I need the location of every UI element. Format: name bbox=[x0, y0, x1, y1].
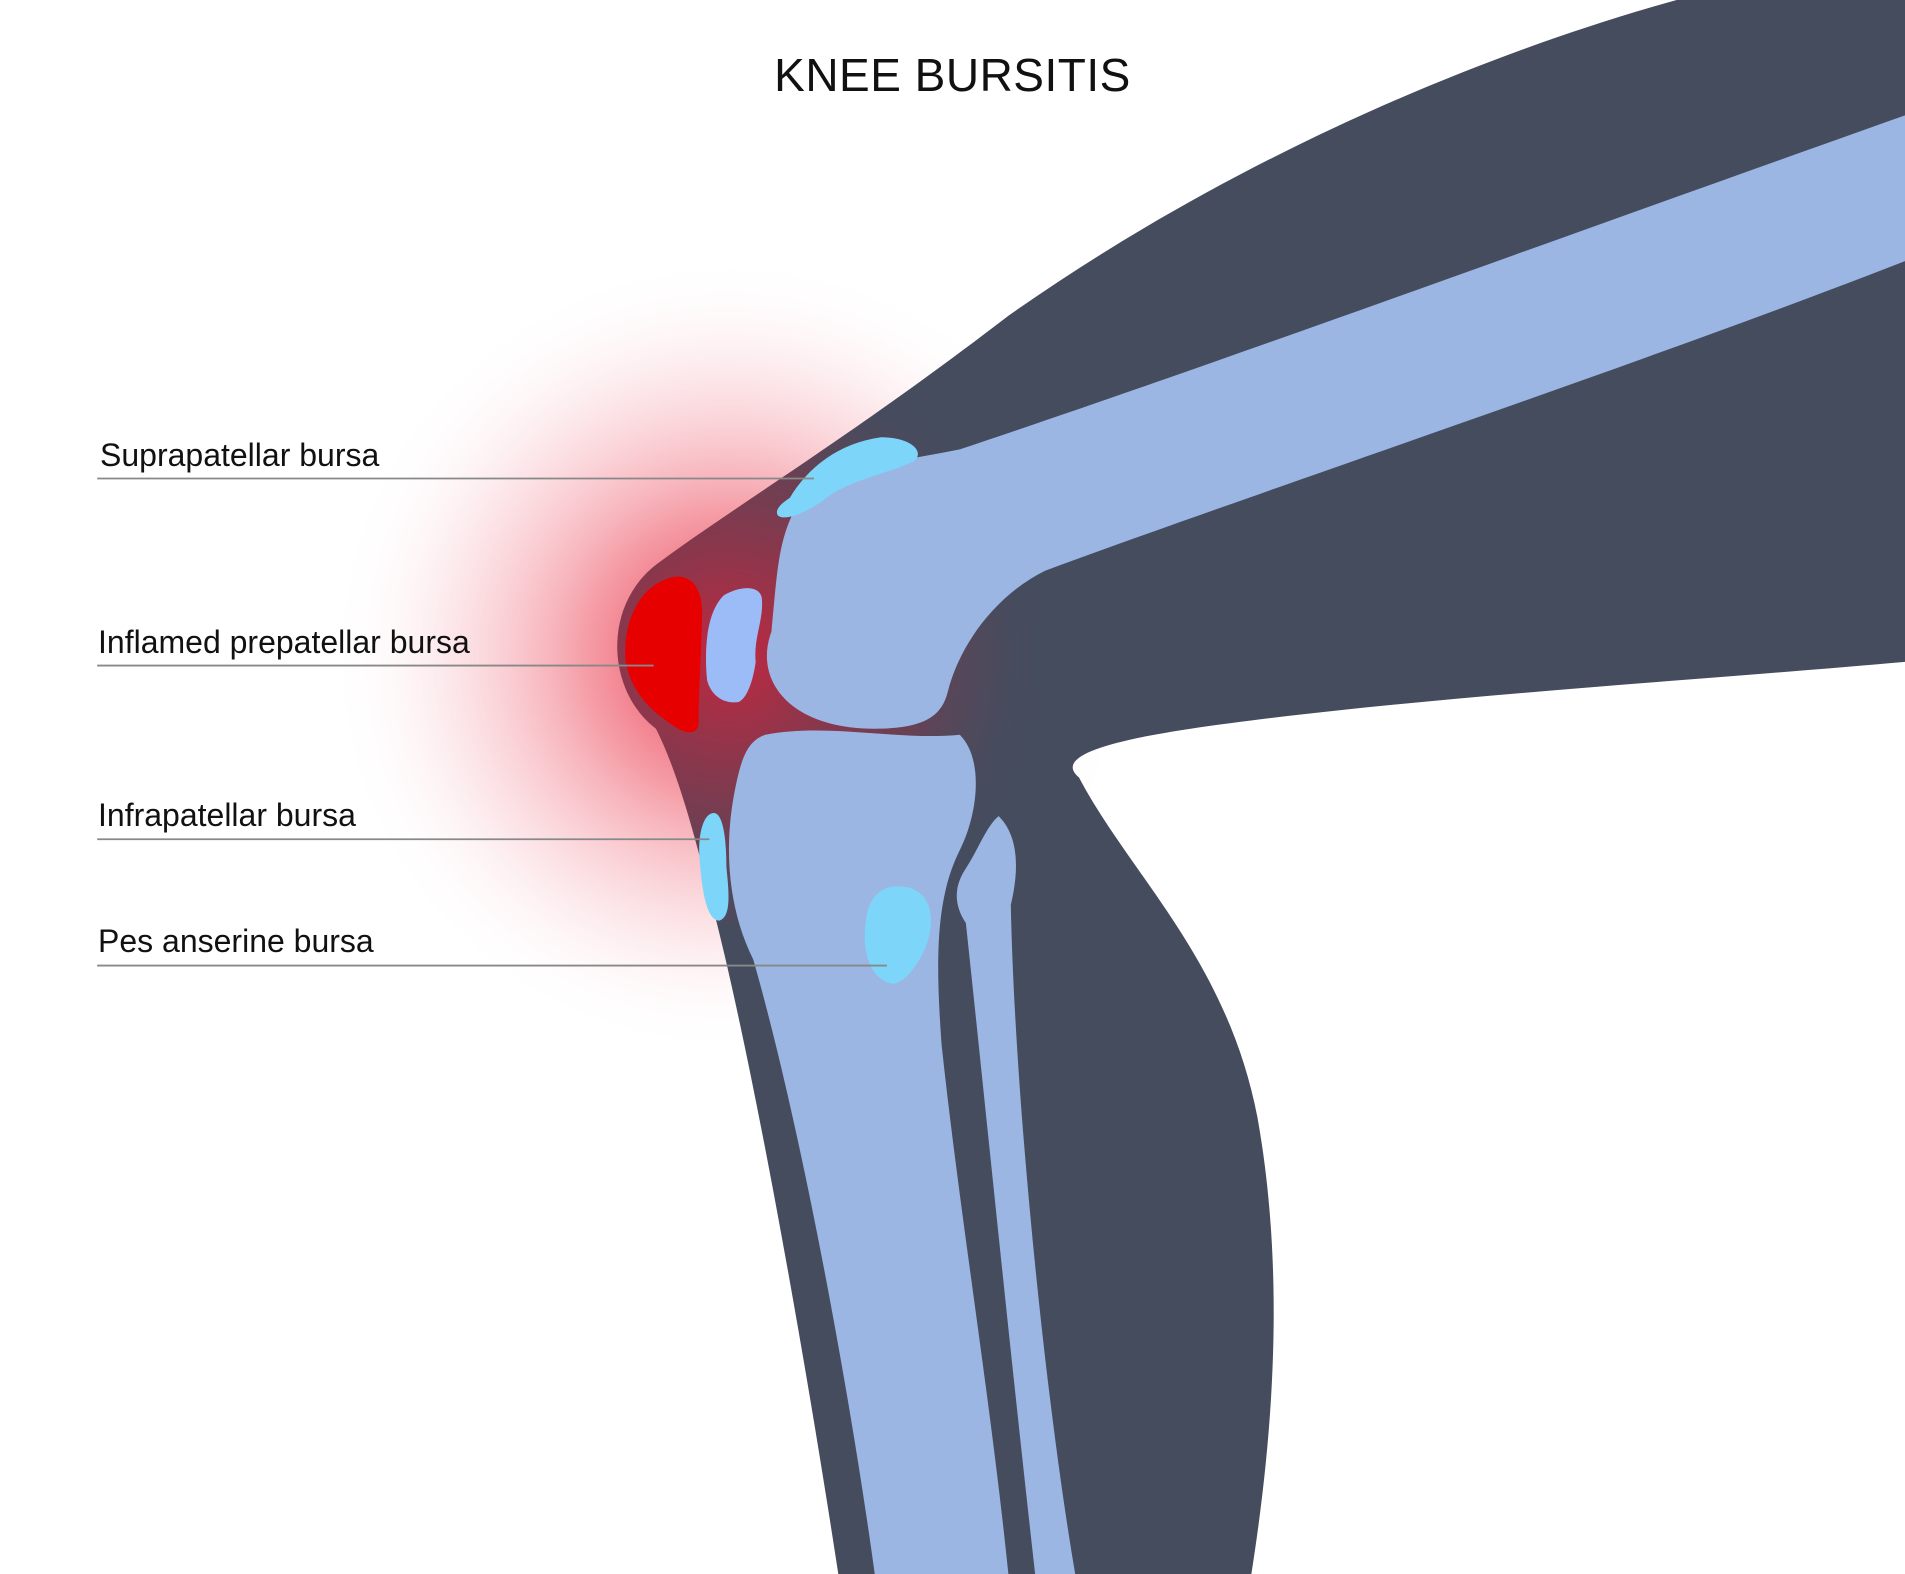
tibia-bone bbox=[728, 730, 1009, 1574]
inflamed-prepatellar-bursa bbox=[625, 576, 703, 733]
label-inflamed-prepatellar-bursa: Inflamed prepatellar bursa bbox=[98, 624, 470, 660]
label-pes-anserine-bursa: Pes anserine bursa bbox=[98, 923, 374, 959]
diagram-title: KNEE BURSITIS bbox=[774, 49, 1131, 101]
suprapatellar-bursa bbox=[776, 437, 918, 518]
label-suprapatellar-bursa: Suprapatellar bursa bbox=[100, 437, 380, 473]
fibula-bone bbox=[956, 816, 1076, 1574]
patella-bone bbox=[705, 588, 763, 703]
femur-bone bbox=[767, 115, 1905, 729]
pes-anserine-bursa bbox=[864, 886, 931, 984]
label-infrapatellar-bursa: Infrapatellar bursa bbox=[98, 797, 356, 833]
